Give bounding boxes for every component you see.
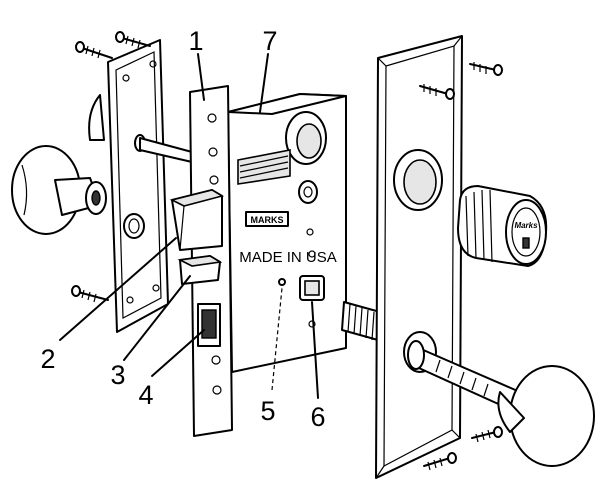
mortise-cylinder: Marks: [457, 185, 548, 267]
screw-right-1: [469, 62, 503, 76]
faceplate-screw-1: [207, 113, 217, 123]
deadbolt: [197, 303, 221, 347]
brand-plate: [245, 211, 289, 227]
left-plate-hole-bot-b: [152, 284, 160, 292]
leader-7: [259, 53, 269, 113]
right-escutcheon-plate: [375, 35, 463, 479]
right-plate-cylinder-hole-inner: [403, 159, 437, 205]
left-plate-hole-top-a: [122, 74, 130, 82]
latch-bolt: [169, 189, 225, 251]
mortise-lock-body: MARKS MADE IN USA: [189, 85, 347, 437]
thumbturn-hub-square: [304, 280, 320, 296]
right-knob-collar: [407, 340, 425, 370]
left-knob-keyway: [91, 190, 101, 206]
left-knob-shade-line: [21, 164, 28, 216]
case-hole-b: [308, 250, 316, 258]
faceplate-screw-4: [211, 355, 221, 365]
cylinder-face-ring: [511, 207, 541, 257]
faceplate-screw-2: [208, 147, 218, 157]
leader-3: [123, 275, 191, 361]
callout-2: 2: [40, 344, 55, 374]
left-plate-cylinder-hole: [123, 213, 145, 239]
right-knob-neck: [497, 391, 525, 433]
right-plate-outer: [375, 35, 463, 479]
brand-plate-text: MARKS: [251, 215, 284, 225]
right-knob: [407, 340, 595, 467]
case-stop-button: [278, 278, 286, 286]
callout-labels: 1 2 3 4 5 6 7: [40, 26, 325, 432]
screw-left-3: [71, 285, 109, 303]
lock-case-top: [227, 93, 347, 115]
case-cylinder-screw-inner: [303, 186, 313, 198]
left-rosette-back: [88, 94, 105, 141]
left-knob: [11, 145, 107, 235]
faceplate-screw-3: [209, 175, 219, 185]
threaded-tailpiece: [341, 301, 381, 341]
screw-left-2: [115, 31, 151, 49]
left-plate-inner-bevel: [115, 51, 162, 319]
right-screws: [419, 62, 503, 471]
case-spindle-hub-inner: [296, 123, 322, 159]
cylinder-keyway: [522, 237, 530, 249]
left-screws: [71, 31, 151, 303]
screw-right-2: [419, 84, 455, 100]
leader-lines: [59, 53, 319, 399]
screw-right-4: [423, 452, 457, 471]
callout-4: 4: [138, 380, 153, 410]
cylinder-brand-text: Marks: [514, 221, 538, 230]
leader-5: [271, 287, 283, 391]
callout-1: 1: [188, 26, 203, 56]
callout-5: 5: [260, 396, 275, 426]
latch-bolt-top: [169, 189, 225, 207]
leader-6: [311, 301, 319, 399]
origin-stamp-text: MADE IN USA: [239, 249, 337, 266]
leader-4: [151, 329, 205, 377]
screw-left-1: [75, 41, 113, 59]
left-plate-cylinder-hole-inner: [128, 218, 140, 234]
aux-latch-top: [177, 255, 223, 267]
left-plate-hole-bot-a: [126, 296, 134, 304]
left-plate-hole-top-b: [149, 60, 157, 68]
callout-3: 3: [110, 360, 125, 390]
callout-7: 7: [262, 26, 277, 56]
leader-2: [59, 237, 177, 341]
screw-right-3: [471, 426, 503, 443]
callout-6: 6: [310, 402, 325, 432]
deadbolt-face: [201, 309, 217, 339]
case-hole-a: [306, 228, 314, 236]
case-cylinder-screw: [298, 180, 318, 204]
faceplate-screw-5: [212, 385, 222, 395]
cylinder-threads: [465, 189, 493, 263]
case-hole-c: [308, 320, 316, 328]
leader-1: [197, 53, 205, 101]
